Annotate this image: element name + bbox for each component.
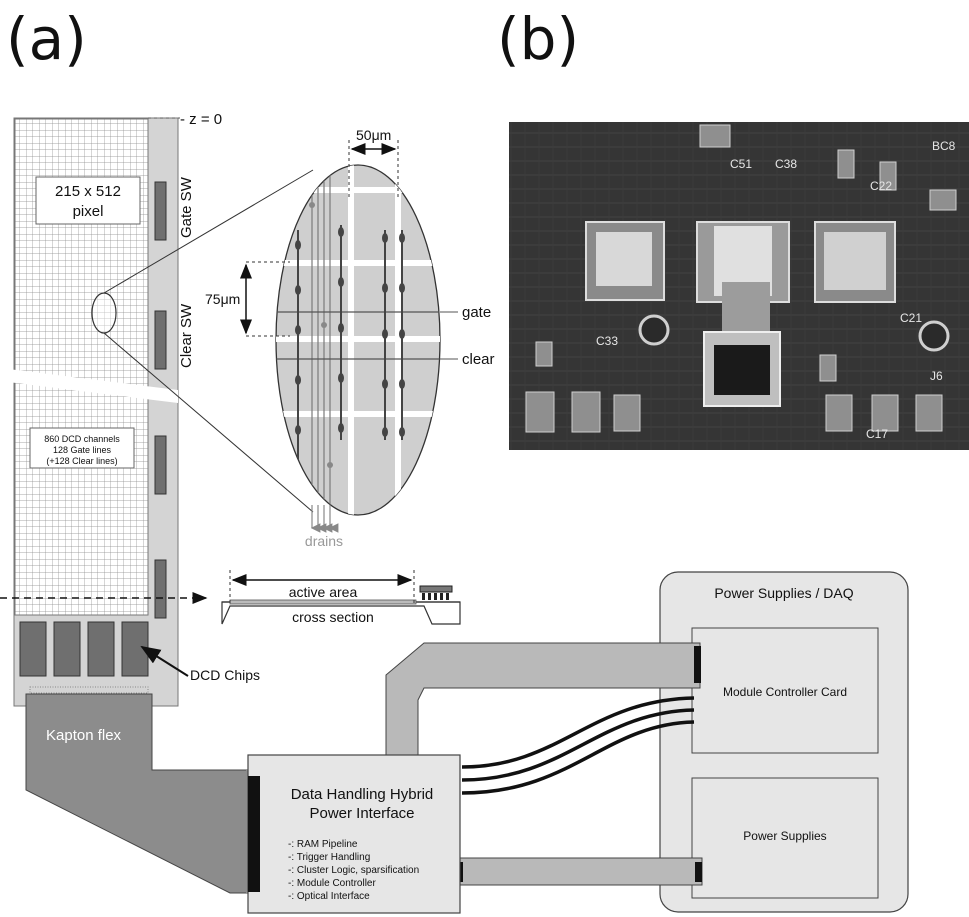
daq-title: Power Supplies / DAQ: [714, 585, 853, 601]
dhh-item: -: RAM Pipeline: [288, 839, 358, 850]
dhh-item: -: Optical Interface: [288, 891, 370, 902]
dcd-chip: [88, 622, 114, 676]
drains-label: drains: [305, 533, 343, 549]
flat-cable-lower: [456, 858, 702, 885]
gate-sw-label: Gate SW: [178, 176, 195, 238]
photo-label: C51: [730, 157, 752, 171]
zoom-source: [92, 293, 116, 333]
controller-label: Module Controller Card: [723, 685, 847, 699]
pixel-count: 215 x 512: [55, 183, 121, 200]
photo-label: C38: [775, 157, 797, 171]
dhh-connector: [248, 776, 260, 892]
dhh-title-1: Data Handling Hybrid: [291, 786, 434, 803]
kapton-flex: [26, 694, 258, 893]
clear-label: clear: [462, 351, 495, 368]
switcher-chip: [155, 560, 166, 618]
dhh-item: -: Trigger Handling: [288, 852, 370, 863]
clear-sw-label: Clear SW: [178, 303, 195, 368]
dhh-title-2: Power Interface: [309, 805, 414, 822]
switcher-chip: [155, 311, 166, 369]
kapton-flex-label: Kapton flex: [46, 727, 122, 744]
cross-section-label: cross section: [292, 609, 374, 625]
channel-info-1: 860 DCD channels: [44, 434, 120, 444]
pixel-word: pixel: [73, 203, 104, 220]
pitch-y-label: 75μm: [205, 291, 240, 307]
power-label: Power Supplies: [743, 829, 826, 843]
z0-label: - z = 0: [180, 111, 222, 128]
switcher-chip: [155, 436, 166, 494]
pitch-x-label: 50μm: [356, 127, 391, 143]
dhh-box: [248, 755, 460, 913]
channel-info-3: (+128 Clear lines): [46, 456, 117, 466]
dhh-item: -: Module Controller: [288, 878, 376, 889]
active-area-label: active area: [289, 584, 358, 600]
photo-label: BC8: [932, 139, 956, 153]
switcher-chip: [155, 182, 166, 240]
photo-label: J6: [930, 369, 943, 383]
dcd-chip: [54, 622, 80, 676]
dhh-item: -: Cluster Logic, sparsification: [288, 865, 419, 876]
dcd-chip: [20, 622, 46, 676]
channel-info-2: 128 Gate lines: [53, 445, 112, 455]
optical-fibers: [462, 698, 694, 793]
photo-label: C33: [596, 334, 618, 348]
connector: [694, 646, 701, 683]
photo-label: C21: [900, 311, 922, 325]
pcb-photo: C51 C38 C22 BC8 C33 C21 J6 C17: [509, 122, 969, 450]
connector: [695, 862, 702, 882]
gate-label: gate: [462, 304, 491, 321]
photo-label: C22: [870, 179, 892, 193]
dcd-chips-label: DCD Chips: [190, 667, 260, 683]
photo-label: C17: [866, 427, 888, 441]
